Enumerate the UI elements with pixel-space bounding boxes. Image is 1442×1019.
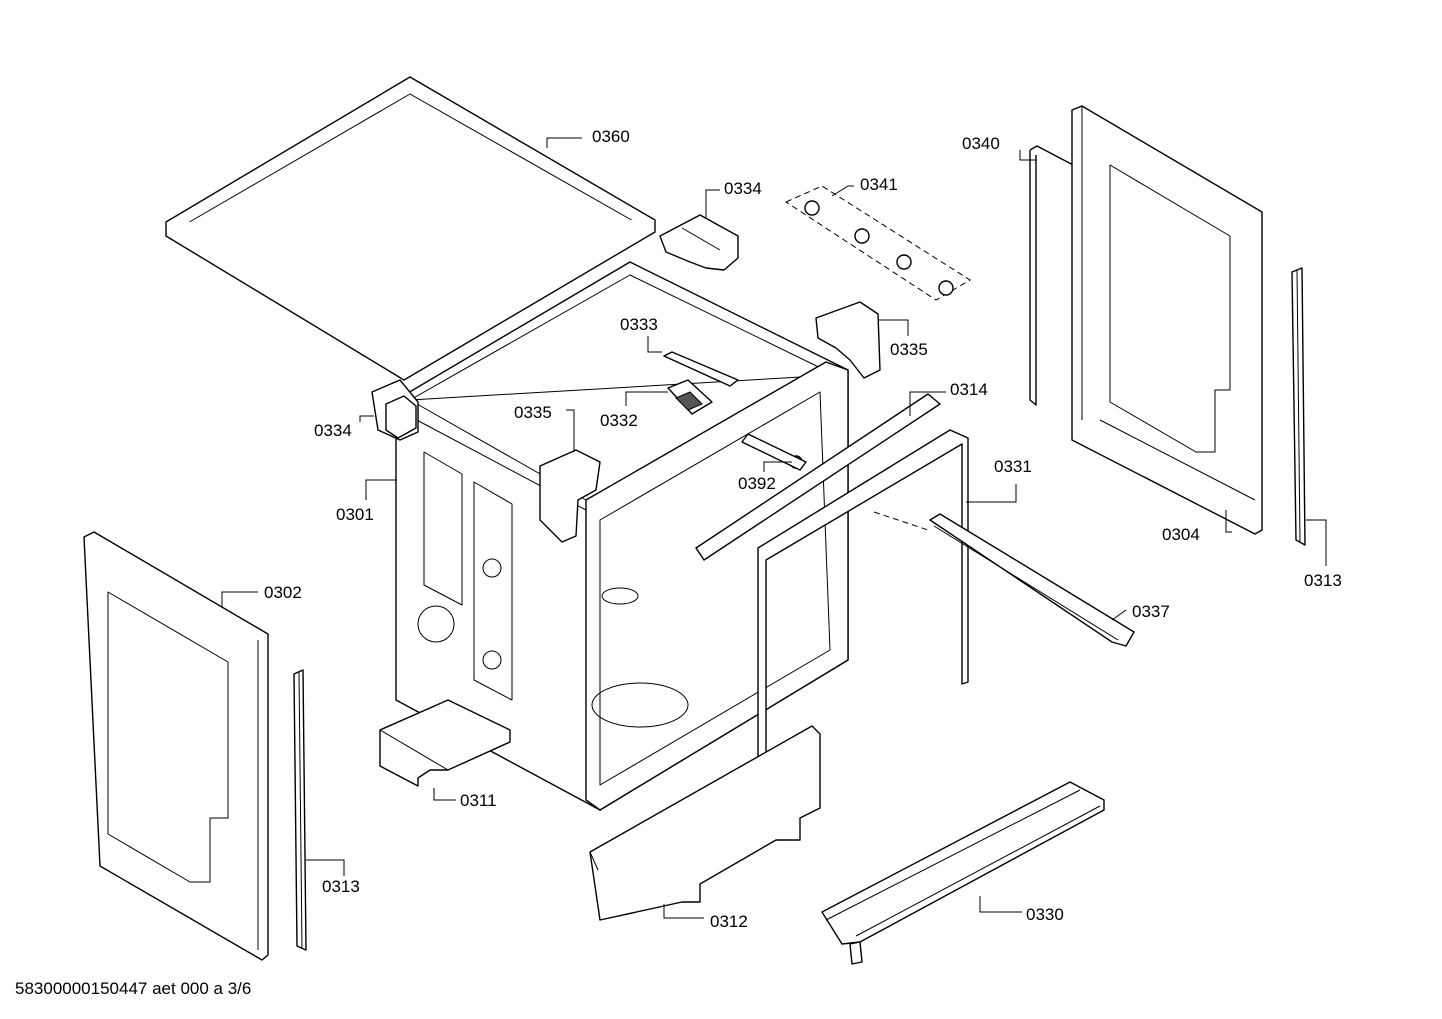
part-0304-right-panel: [1071, 105, 1263, 535]
callout-0302: 0302: [264, 583, 302, 602]
part-0360-worktop: [165, 76, 656, 381]
part-0335-mid-clip: [539, 449, 601, 543]
drawing-id-footer: 58300000150447 aet 000 a 3/6: [15, 979, 252, 998]
callout-0314: 0314: [950, 380, 988, 399]
part-0311-foam-block: [379, 699, 511, 787]
callout-0301: 0301: [336, 505, 374, 524]
part-0341-buttons: [784, 185, 971, 301]
callout-0340: 0340: [962, 134, 1000, 153]
callout-0304: 0304: [1162, 525, 1200, 544]
callout-0332: 0332: [600, 411, 638, 430]
callout-0333: 0333: [620, 315, 658, 334]
callout-0331: 0331: [994, 457, 1032, 476]
callout-0313-right: 0313: [1304, 571, 1342, 590]
callout-0312: 0312: [710, 912, 748, 931]
dashed-guide: [873, 511, 929, 531]
part-0312-foam-block: [589, 725, 821, 921]
leader-lines: [221, 137, 1327, 919]
callout-0337: 0337: [1132, 602, 1170, 621]
part-0334-top-bracket: [659, 214, 739, 271]
part-0314-seal: [695, 393, 941, 561]
callout-0335-mid: 0335: [514, 403, 552, 422]
part-0313-left-seal: [293, 669, 307, 951]
part-0334-left-bracket: [371, 379, 419, 441]
callout-0360: 0360: [592, 127, 630, 146]
part-0335-right-clip: [815, 301, 881, 379]
callout-0392: 0392: [738, 474, 776, 493]
callout-0313-left: 0313: [322, 877, 360, 896]
part-0302-left-panel: [83, 531, 269, 961]
callout-0335-right: 0335: [890, 340, 928, 359]
part-0337-rail: [929, 513, 1135, 647]
callout-0341: 0341: [860, 175, 898, 194]
callout-0330: 0330: [1026, 905, 1064, 924]
part-0331-loop: [757, 429, 969, 801]
part-0332-lock: [667, 379, 713, 415]
part-0313-right-seal: [1291, 267, 1306, 546]
part-0392-roller: [741, 433, 807, 471]
part-0330-plinth: [821, 781, 1105, 965]
callout-0334-left: 0334: [314, 421, 352, 440]
callout-0311: 0311: [460, 791, 497, 810]
callout-labels: 0360 0334 0341 0340 0333 0335 0314 0335 …: [264, 127, 1342, 931]
part-0301-tub: [395, 261, 849, 811]
callout-0334-top: 0334: [724, 179, 762, 198]
part-0333-strip: [663, 351, 739, 387]
